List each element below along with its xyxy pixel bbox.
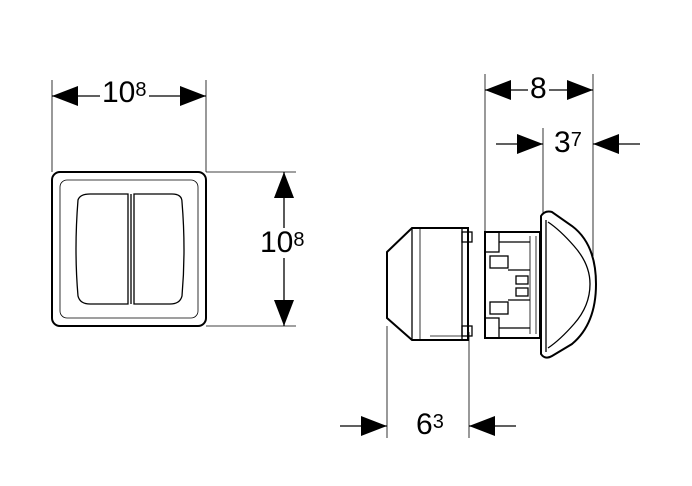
side-view — [386, 74, 598, 438]
front-cover-plate — [51, 171, 207, 327]
mounting-frame — [484, 231, 541, 339]
box-depth-label: 63 — [414, 408, 446, 441]
button-depth-label: 37 — [552, 126, 584, 159]
total-depth-label: 8 — [528, 72, 549, 105]
cover-plate-inner-edge — [59, 179, 199, 319]
cover-plate-profile — [540, 210, 598, 359]
front-view — [51, 80, 296, 327]
left-flush-button — [75, 193, 129, 305]
concealed-box — [386, 227, 473, 341]
front-height-label: 108 — [258, 226, 307, 259]
box-depth-dimension — [340, 416, 516, 436]
button-depth-dimension — [496, 134, 640, 154]
right-flush-button — [133, 193, 185, 305]
front-width-label: 108 — [100, 76, 149, 109]
